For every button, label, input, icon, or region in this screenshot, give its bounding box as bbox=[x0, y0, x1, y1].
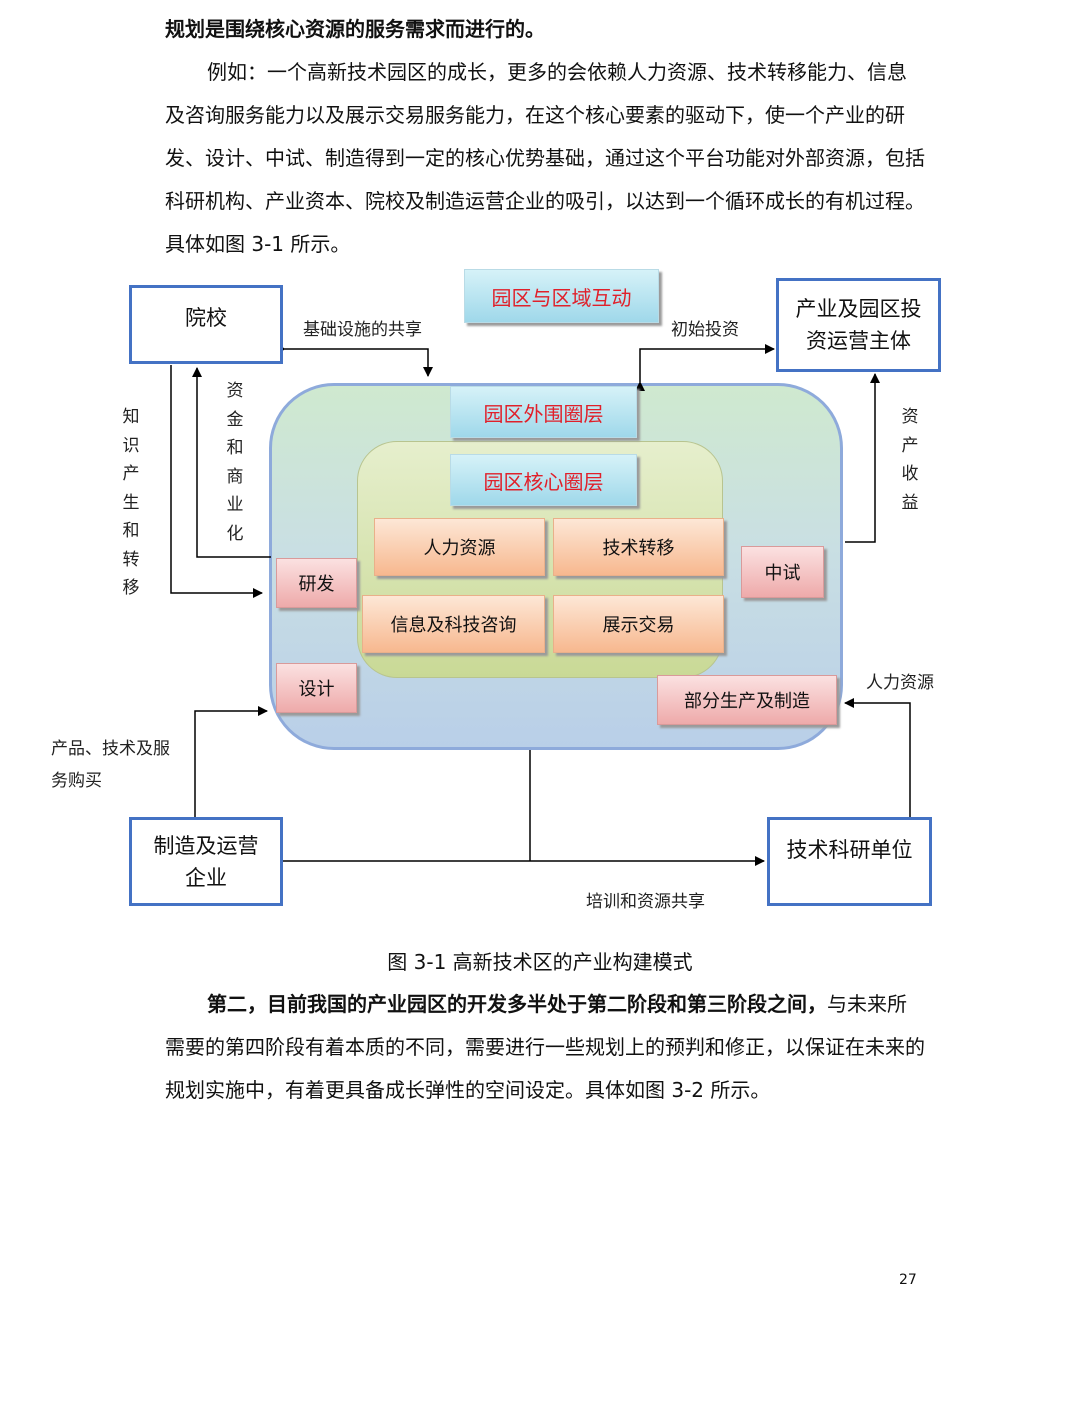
outer-layer-title: 园区外围圈层 bbox=[450, 386, 637, 438]
page-number: 27 bbox=[899, 1272, 917, 1288]
label-training-sharing: 培训和资源共享 bbox=[586, 892, 705, 912]
research-unit-box: 技术科研单位 bbox=[767, 817, 932, 906]
core-item-tech-transfer: 技术转移 bbox=[553, 518, 724, 576]
partial-production-tag: 部分生产及制造 bbox=[657, 675, 837, 725]
core-layer-title: 园区核心圈层 bbox=[450, 454, 637, 506]
park-region-interaction-title: 园区与区域互动 bbox=[464, 269, 659, 323]
line-initial-investment bbox=[635, 344, 775, 391]
rd-tag: 研发 bbox=[276, 558, 357, 608]
figure-caption: 图 3-1 高新技术区的产业构建模式 bbox=[387, 950, 693, 974]
school-box: 院校 bbox=[129, 285, 283, 364]
manufacturer-box: 制造及运营企业 bbox=[129, 817, 283, 906]
line-knowledge-transfer bbox=[170, 365, 263, 598]
line-purchase bbox=[194, 706, 268, 817]
label-initial-investment: 初始投资 bbox=[671, 320, 739, 340]
line-infra-sharing bbox=[276, 344, 433, 377]
line-human-resources bbox=[844, 698, 911, 817]
paragraph-3-bold: 第二，目前我国的产业园区的开发多半处于第二阶段和第三阶段之间， bbox=[207, 992, 827, 1016]
line-capital bbox=[192, 367, 271, 558]
label-asset-return: 资产收益 bbox=[901, 407, 919, 513]
pilot-test-tag: 中试 bbox=[741, 546, 824, 598]
core-item-human-resources: 人力资源 bbox=[374, 518, 545, 576]
core-item-exhibition-trade: 展示交易 bbox=[553, 595, 724, 653]
paragraph-1: 规划是围绕核心资源的服务需求而进行的。 bbox=[165, 17, 545, 41]
label-knowledge-transfer: 知识产生和转移 bbox=[122, 407, 140, 598]
paragraph-3-rest: 与未来所需要的第四阶段有着本质的不同，需要进行一些规划上的预判和修正，以保证在未… bbox=[165, 992, 925, 1102]
paragraph-3: 第二，目前我国的产业园区的开发多半处于第二阶段和第三阶段之间，与未来所需要的第四… bbox=[165, 983, 925, 1112]
paragraph-2: 例如：一个高新技术园区的成长，更多的会依赖人力资源、技术转移能力、信息及咨询服务… bbox=[165, 60, 925, 256]
investor-box: 产业及园区投资运营主体 bbox=[776, 278, 941, 372]
label-infra-sharing: 基础设施的共享 bbox=[303, 320, 422, 340]
line-asset-return bbox=[845, 373, 880, 543]
design-tag: 设计 bbox=[276, 663, 357, 713]
label-human-resources: 人力资源 bbox=[866, 673, 934, 693]
label-capital-commercialization: 资金和商业化 bbox=[226, 381, 244, 544]
label-product-purchase: 产品、技术及服务购买 bbox=[51, 739, 170, 791]
core-item-info-consulting: 信息及科技咨询 bbox=[362, 595, 545, 653]
